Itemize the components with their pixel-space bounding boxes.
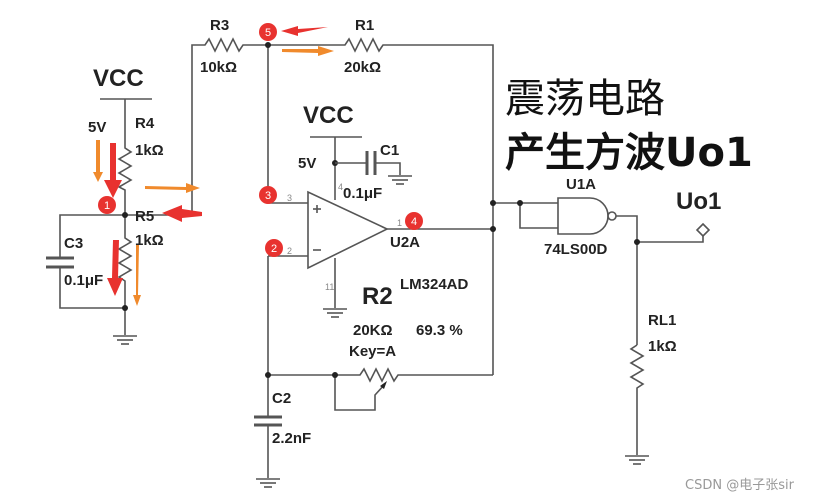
vcc-left-label: VCC (93, 65, 144, 92)
c1-value: 0.1μF (343, 185, 382, 202)
pin-4-label: 4 (338, 182, 343, 192)
junction (634, 239, 640, 245)
red-arrow (281, 26, 328, 36)
op-amp-triangle (307, 190, 389, 270)
r4-value: 1kΩ (135, 142, 164, 159)
wire (616, 215, 638, 345)
wire (59, 214, 125, 258)
r2-setting: 69.3 % (416, 322, 463, 339)
u2a-label: U2A (390, 234, 420, 251)
junction (265, 372, 271, 378)
r3-r1-resistors (200, 37, 494, 375)
r5-label: R5 (135, 208, 154, 225)
wire-pin3 (267, 45, 308, 204)
r3-label: R3 (210, 17, 229, 34)
r2-potentiometer (268, 367, 493, 383)
vcc-right-voltage: 5V (298, 155, 316, 172)
ground-icon (112, 335, 138, 345)
pin-1-label: 1 (397, 218, 402, 228)
marker-3 (259, 186, 277, 204)
nand-gate-u1a (490, 197, 711, 465)
marker-1-label: 1 (104, 200, 110, 212)
ground-icon (624, 455, 650, 465)
r2-key: Key=A (349, 343, 396, 360)
marker-4-label: 4 (411, 216, 417, 228)
orange-arrow (133, 245, 141, 306)
wire (376, 162, 401, 175)
pin-3-label: 3 (287, 193, 292, 203)
junction (332, 372, 338, 378)
junction (122, 305, 128, 311)
rl1-resistor (629, 344, 645, 455)
junction (122, 212, 128, 218)
orange-arrow (282, 46, 334, 56)
c3-label: C3 (64, 235, 83, 252)
marker-2-label: 2 (271, 243, 277, 255)
vcc-left-voltage: 5V (88, 119, 106, 136)
marker-5 (259, 23, 277, 41)
ground-icon (255, 478, 281, 488)
junction (490, 226, 496, 232)
r1-label: R1 (355, 17, 374, 34)
wire (637, 235, 704, 243)
output-probe-icon (695, 222, 711, 238)
c1-label: C1 (380, 142, 399, 159)
red-arrow (104, 143, 122, 198)
annotation-arrows (93, 26, 334, 306)
marker-1 (98, 196, 116, 214)
r4-label: R4 (135, 115, 155, 132)
r1-value: 20kΩ (344, 59, 381, 76)
c2-value: 2.2nF (272, 430, 311, 447)
r2-wiper (334, 375, 386, 411)
vcc-right-label: VCC (303, 102, 354, 129)
title-line-1: 震荡电路 (505, 76, 665, 122)
title-line-2: 产生方波Uo1 (505, 130, 753, 176)
left-divider (46, 44, 200, 345)
u2a-part: LM324AD (400, 276, 469, 293)
r2-label: R2 (362, 283, 393, 310)
junction (517, 200, 523, 206)
ground-icon (322, 308, 348, 318)
u1a-part: 74LS00D (544, 241, 608, 258)
rl1-label: RL1 (648, 312, 676, 329)
nand-body (557, 197, 609, 235)
marker-3-label: 3 (265, 190, 271, 202)
junction (490, 200, 496, 206)
pin-11-label: 11 (325, 282, 334, 292)
marker-4 (405, 212, 423, 230)
r3-value: 10kΩ (200, 59, 237, 76)
ground-icon (387, 175, 413, 185)
r5-value: 1kΩ (135, 232, 164, 249)
u1a-label: U1A (566, 176, 596, 193)
r5-resistor (117, 215, 133, 335)
wire (125, 44, 200, 216)
rl1-value: 1kΩ (648, 338, 677, 355)
red-arrow (107, 240, 123, 296)
r4-resistor (117, 99, 133, 215)
marker-2 (265, 239, 283, 257)
watermark: CSDN @电子张sir (685, 478, 795, 493)
op-amp-u2a: 3 2 1 4 11 (268, 136, 496, 318)
orange-arrow (93, 140, 103, 182)
marker-5-label: 5 (265, 27, 271, 39)
wire (519, 203, 558, 229)
r2-value: 20KΩ (353, 322, 393, 339)
timing-network (254, 256, 493, 488)
c2-label: C2 (272, 390, 291, 407)
nand-bubble (607, 211, 617, 221)
pin-2-label: 2 (287, 246, 292, 256)
junction (265, 42, 271, 48)
red-arrow (162, 205, 202, 222)
markers: 1 2 3 4 5 (98, 23, 423, 257)
c3-value: 0.1μF (64, 272, 103, 289)
orange-arrow (145, 183, 200, 193)
output-label: Uo1 (676, 188, 721, 215)
wire (59, 267, 125, 309)
wiper-arrow-icon (380, 381, 387, 389)
